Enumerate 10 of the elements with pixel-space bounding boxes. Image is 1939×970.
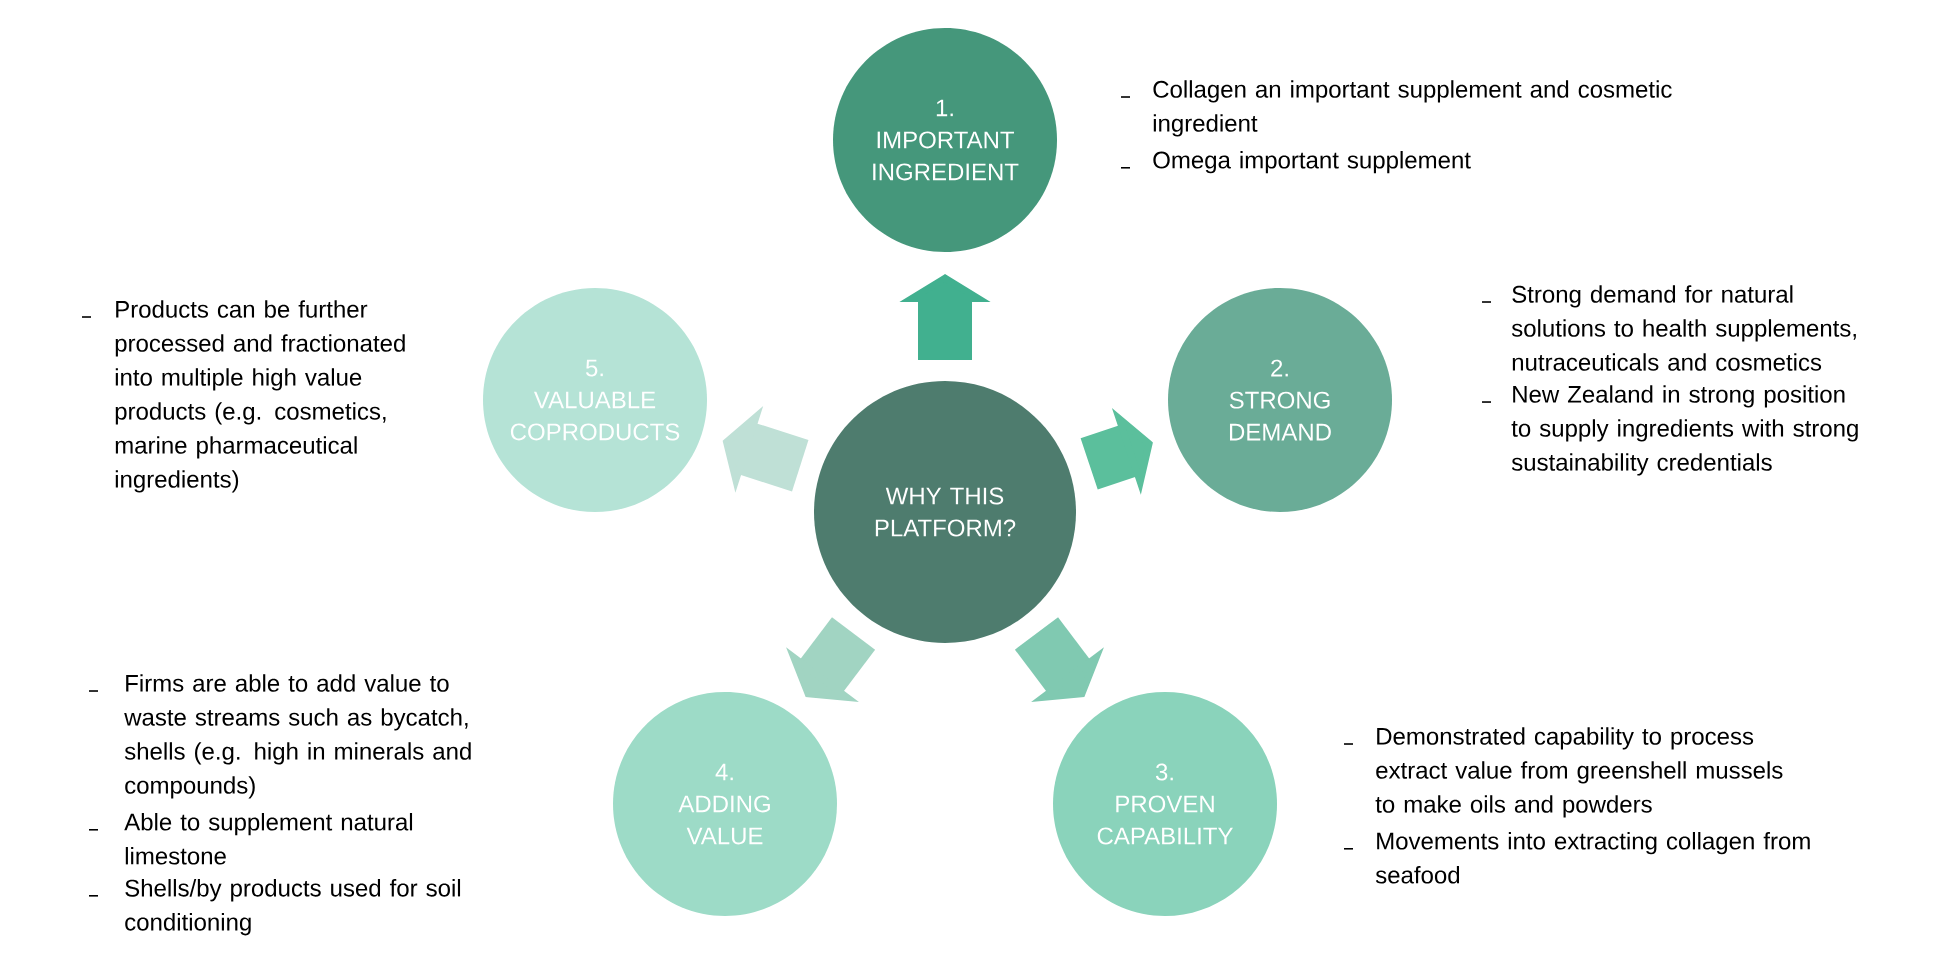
bullet-text: Collagen an important supplement and cosmetic ingredient	[1153, 80, 1672, 137]
bullet-text: Products can be further processed and fractionated into multiple high value products (e.g. cosmetics, marine pharmaceutical ingredients)	[115, 300, 405, 493]
bullet-text: Able to supplement natural limestone	[124, 813, 413, 865]
bullet-text: Movements into extracting collagen from seafood	[1375, 832, 1810, 884]
bullet-text: Firms are able to add value to waste streams such as bycatch, shells (e.g. high in minerals and compounds)	[124, 674, 471, 799]
bullet-text: Demonstrated capability to process extract value from greenshell mussels to make oils and powders	[1375, 727, 1783, 818]
bullet-text: Shells/by products used for soil conditioning	[125, 879, 461, 936]
bullet-text: Omega important supplement	[1153, 150, 1471, 174]
bullet-text: Strong demand for natural solutions to health supplements, nutraceuticals and cosmetics	[1511, 285, 1856, 371]
bullet-text: New Zealand in strong position to supply ingredients with strong sustainability credentials	[1511, 385, 1858, 476]
